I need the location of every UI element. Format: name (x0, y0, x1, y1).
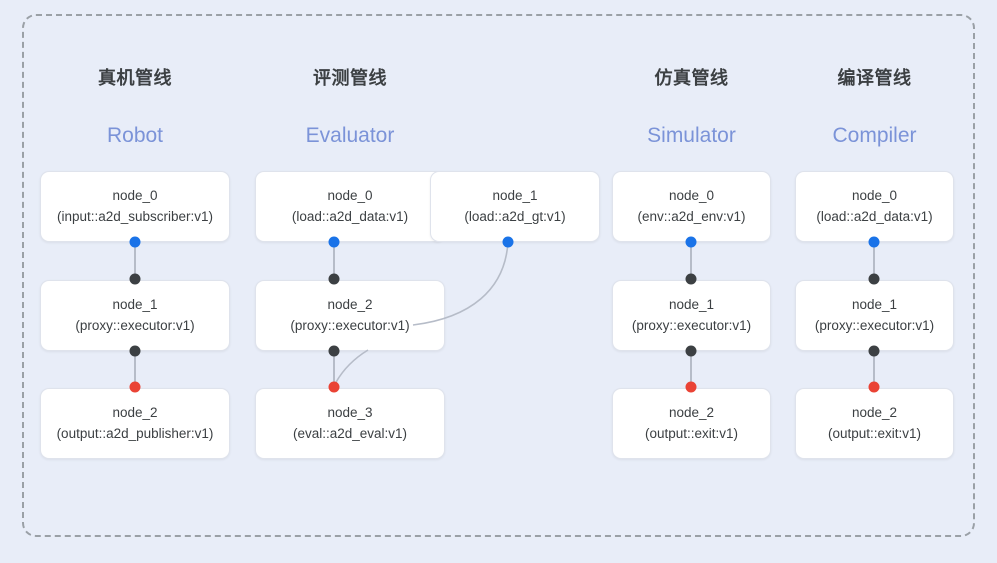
node-box-evaluator-0[interactable]: node_0 (load::a2d_data:v1) (255, 171, 445, 242)
node-type: (env::a2d_env:v1) (637, 208, 746, 224)
node-name: node_1 (112, 296, 158, 312)
column-title-robot: 真机管线 (98, 68, 172, 88)
node-box-evaluator-side-gt[interactable]: node_1 (load::a2d_gt:v1) (430, 171, 600, 242)
node-box-simulator-0[interactable]: node_0 (env::a2d_env:v1) (612, 171, 771, 242)
port-output-evaluator-side-gt[interactable] (502, 236, 514, 248)
node-name: node_2 (327, 296, 373, 312)
node-type: (output::exit:v1) (827, 425, 922, 441)
node-name: node_1 (851, 296, 898, 312)
column-subtitle-compiler: Compiler (832, 124, 917, 147)
node-box-robot-1[interactable]: node_1 (proxy::executor:v1) (40, 280, 230, 351)
node-type: (load::a2d_data:v1) (291, 208, 409, 224)
node-name: node_0 (112, 187, 158, 203)
node-box-compiler-1[interactable]: node_1 (proxy::executor:v1) (795, 280, 954, 351)
edge-compiler-0-1 (873, 242, 875, 279)
port-input-simulator-1[interactable] (685, 273, 697, 285)
node-name: node_0 (668, 187, 715, 203)
node-type: (output::exit:v1) (644, 425, 739, 441)
node-box-compiler-2[interactable]: node_2 (output::exit:v1) (795, 388, 954, 459)
node-type: (eval::a2d_eval:v1) (292, 425, 408, 441)
node-name: node_2 (112, 404, 158, 420)
port-input-robot-1[interactable] (129, 273, 141, 285)
node-name: node_0 (851, 187, 898, 203)
node-box-evaluator-2[interactable]: node_3 (eval::a2d_eval:v1) (255, 388, 445, 459)
port-output-simulator-0[interactable] (685, 236, 697, 248)
column-title-compiler: 编译管线 (837, 68, 912, 88)
node-type: (load::a2d_gt:v1) (464, 208, 566, 224)
port-input-evaluator-1[interactable] (328, 273, 340, 285)
node-type: (proxy::executor:v1) (631, 317, 752, 333)
node-name: node_1 (668, 296, 715, 312)
diagram-outer-frame (22, 14, 975, 537)
node-box-evaluator-1[interactable]: node_2 (proxy::executor:v1) (255, 280, 445, 351)
port-input-compiler-2[interactable] (868, 381, 880, 393)
column-subtitle-evaluator: Evaluator (305, 124, 395, 147)
edge-evaluator-0-1 (333, 242, 335, 279)
column-title-simulator: 仿真管线 (654, 68, 729, 88)
edge-simulator-0-1 (690, 242, 692, 279)
node-name: node_3 (327, 404, 373, 420)
port-output-robot-1[interactable] (129, 345, 141, 357)
node-name: node_0 (327, 187, 373, 203)
port-input-evaluator-2[interactable] (328, 381, 340, 393)
port-input-compiler-1[interactable] (868, 273, 880, 285)
node-box-robot-0[interactable]: node_0 (input::a2d_subscriber:v1) (40, 171, 230, 242)
node-box-simulator-1[interactable]: node_1 (proxy::executor:v1) (612, 280, 771, 351)
node-box-compiler-0[interactable]: node_0 (load::a2d_data:v1) (795, 171, 954, 242)
node-name: node_2 (851, 404, 898, 420)
edge-compiler-1-2 (873, 351, 875, 387)
port-output-evaluator-0[interactable] (328, 236, 340, 248)
node-type: (proxy::executor:v1) (290, 317, 410, 333)
edge-robot-1-2 (134, 351, 136, 387)
node-type: (load::a2d_data:v1) (816, 208, 933, 224)
node-type: (output::a2d_publisher:v1) (56, 425, 214, 441)
node-name: node_2 (668, 404, 715, 420)
port-input-robot-2[interactable] (129, 381, 141, 393)
port-output-compiler-0[interactable] (868, 236, 880, 248)
column-subtitle-simulator: Simulator (647, 124, 736, 147)
node-box-simulator-2[interactable]: node_2 (output::exit:v1) (612, 388, 771, 459)
edge-robot-0-1 (134, 242, 136, 279)
port-output-evaluator-1[interactable] (328, 345, 340, 357)
edge-simulator-1-2 (690, 351, 692, 387)
node-type: (proxy::executor:v1) (814, 317, 935, 333)
node-type: (proxy::executor:v1) (75, 317, 195, 333)
column-title-evaluator: 评测管线 (313, 68, 387, 88)
node-name: node_1 (492, 187, 538, 203)
port-output-robot-0[interactable] (129, 236, 141, 248)
port-output-simulator-1[interactable] (685, 345, 697, 357)
node-box-robot-2[interactable]: node_2 (output::a2d_publisher:v1) (40, 388, 230, 459)
node-type: (input::a2d_subscriber:v1) (56, 208, 214, 224)
port-input-simulator-2[interactable] (685, 381, 697, 393)
port-output-compiler-1[interactable] (868, 345, 880, 357)
column-subtitle-robot: Robot (106, 124, 164, 147)
